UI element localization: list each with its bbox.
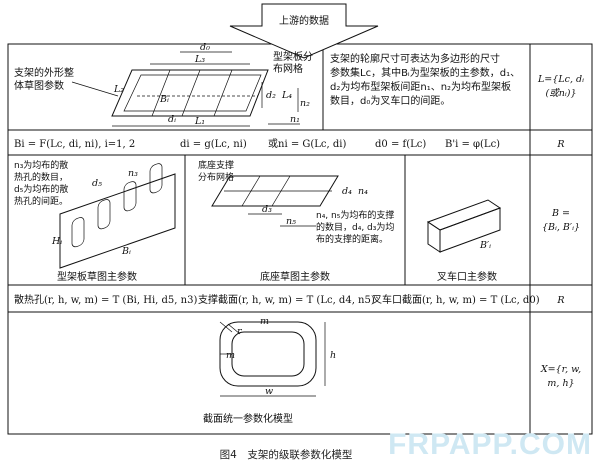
svg-text:热孔的数目，: 热孔的数目，	[14, 171, 68, 183]
formula-heat-hole: 散热孔(r, h, w, m) = T (Bi, Hi, d5, n3)	[14, 293, 197, 306]
grid-label-line2: 布网格	[273, 62, 303, 75]
dim-d4: d₄	[342, 186, 352, 197]
dim-d0: d₀	[200, 42, 210, 53]
fork-caption: 叉车口主参数	[437, 270, 497, 283]
dim-n2: n₂	[300, 98, 310, 109]
svg-text:数目，d₀为叉车口的间距。: 数目，d₀为叉车口的间距。	[330, 94, 450, 107]
fork-opening-sketch: B′ᵢ 叉车口主参数	[426, 199, 502, 283]
dim-L2: L₂	[113, 84, 124, 95]
dim-m-left: m	[226, 350, 235, 361]
watermark: FRPAPP.COM	[388, 428, 592, 461]
formula-di: di = g(Lc, ni)	[180, 139, 247, 150]
svg-text:的数目，d₄, d₃为均: 的数目，d₄, d₃为均	[316, 221, 394, 233]
svg-text:布的支撑的距离。: 布的支撑的距离。	[316, 233, 388, 245]
row4-right: R	[556, 295, 564, 306]
dim-w: w	[265, 386, 273, 397]
formula-support: 支撑截面(r, h, w, m) = T (Lc, d4, n5)	[198, 293, 375, 306]
svg-text:分布网格: 分布网格	[198, 171, 234, 183]
base-caption: 底座草图主参数	[260, 270, 330, 283]
svg-text:参数集Lc，其中Bᵢ为型架板的主参数，d₁、: 参数集Lc，其中Bᵢ为型架板的主参数，d₁、	[330, 66, 520, 79]
dim-n3: n₃	[128, 168, 138, 179]
row2-formulas: Bi = F(Lc, di, ni), i=1, 2 di = g(Lc, ni…	[14, 138, 565, 150]
upstream-data-label: 上游的数据	[279, 14, 329, 27]
cross-section-caption: 截面统一参数化模型	[203, 412, 293, 425]
dim-h: h	[330, 350, 336, 361]
dim-L4: L₄	[281, 90, 292, 101]
base-sketch: 底座支撑 分布网格 d₄ n₄ d₃ n₅ n₄, n₅为均布的支撑 的数目，d…	[198, 159, 394, 283]
row1-right-1: L={Lc, dᵢ	[537, 74, 584, 85]
cross-section-model: r m m h w 截面统一参数化模型	[203, 316, 336, 425]
row2-right: R	[556, 139, 564, 150]
svg-text:底座支撑: 底座支撑	[198, 159, 234, 171]
svg-text:支架的轮廓尺寸可表达为多边形的尺寸: 支架的轮廓尺寸可表达为多边形的尺寸	[330, 52, 500, 65]
svg-text:d₅为均布的散: d₅为均布的散	[14, 183, 68, 195]
dim-Bi: Bᵢ	[159, 94, 169, 105]
formula-d0: d0 = f(Lc)	[375, 139, 426, 150]
dim-Bi-plate: Bᵢ	[121, 246, 131, 257]
row1-right-2: (或nᵢ)}	[546, 88, 577, 99]
dim-m-top: m	[260, 316, 269, 327]
dim-n1: n₁	[290, 114, 300, 125]
frame-label-line1: 支架的外形整	[14, 66, 74, 79]
dim-Bprime: B′ᵢ	[479, 240, 491, 251]
dim-L3: L₃	[194, 54, 205, 65]
dim-d5: d₅	[92, 178, 102, 189]
dim-L1: L₁	[194, 116, 205, 127]
formula-Bi: Bi = F(Lc, di, ni), i=1, 2	[14, 139, 135, 150]
svg-text:d₂为均布型架板间距n₁、n₂为均布型架板: d₂为均布型架板间距n₁、n₂为均布型架板	[330, 80, 511, 93]
plate-caption: 型架板草图主参数	[57, 270, 137, 283]
formula-fork: 叉车口截面(r, h, w, m) = T (Lc, d0)	[372, 293, 540, 306]
row3-right-2: {Bᵢ, B′ᵢ}	[542, 222, 580, 233]
frame-label-line2: 体草图参数	[14, 79, 64, 92]
row4-formulas: 散热孔(r, h, w, m) = T (Bi, Hi, d5, n3) 支撑截…	[14, 293, 565, 306]
dim-n5: n₅	[286, 216, 296, 227]
row5-right-2: m, h}	[547, 378, 574, 389]
formula-Bprime: B'i = φ(Lc)	[445, 139, 500, 150]
overall-sketch: 支架的外形整 体草图参数 d₀ L₃ L₂ Bᵢ d₂ L₄ n₂ dᵢ L₁ …	[14, 42, 313, 127]
dim-n4: n₄	[358, 186, 368, 197]
dim-d3: d₃	[262, 204, 272, 215]
row5-right-1: X={r, w,	[540, 364, 581, 375]
row3-right-1: B =	[551, 208, 570, 219]
dim-di: dᵢ	[168, 114, 176, 125]
svg-text:热孔的间距。: 热孔的间距。	[14, 195, 68, 207]
dim-r: r	[237, 326, 243, 337]
upstream-data-arrow: 上游的数据	[229, 3, 379, 59]
formula-ni: 或ni = G(Lc, di)	[268, 138, 346, 150]
grid-label-line1: 型架板分	[273, 50, 313, 63]
plate-sketch: n₃为均布的散 热孔的数目， d₅为均布的散 热孔的间距。 Hᵢ Bᵢ d₅ n…	[14, 159, 176, 283]
svg-text:n₄, n₅为均布的支撑: n₄, n₅为均布的支撑	[316, 209, 394, 221]
svg-text:n₃为均布的散: n₃为均布的散	[14, 159, 68, 171]
dim-Hi: Hᵢ	[51, 236, 62, 247]
figure-caption: 图4 支架的级联参数化模型	[220, 448, 353, 461]
row1-description: 支架的轮廓尺寸可表达为多边形的尺寸 参数集Lc，其中Bᵢ为型架板的主参数，d₁、…	[330, 52, 520, 107]
dim-d2: d₂	[266, 90, 276, 101]
